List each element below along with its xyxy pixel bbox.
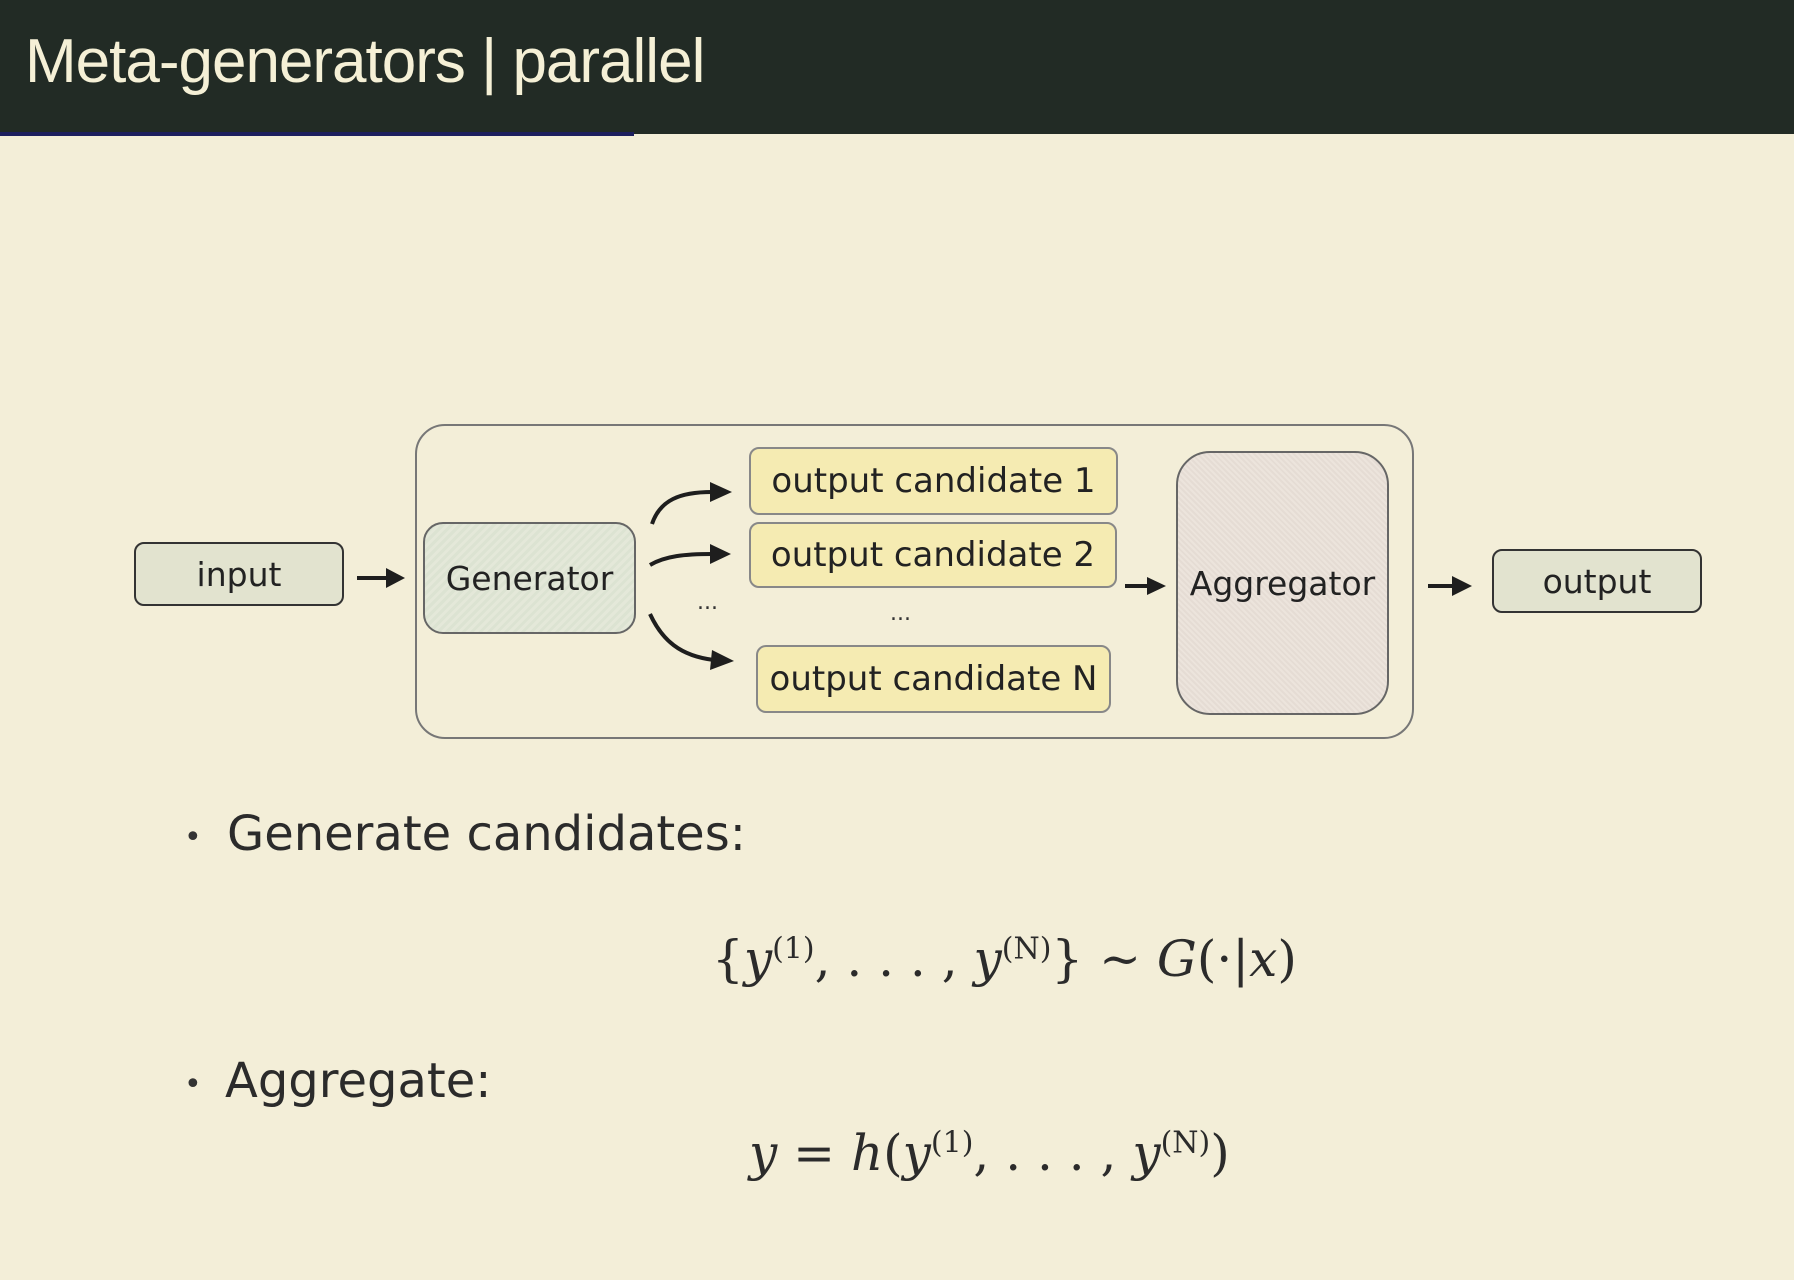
math-ellipsis: , . . . , — [973, 1124, 1133, 1182]
meta-generator-container — [415, 424, 1414, 739]
math-paren: ) — [1277, 930, 1297, 988]
candidate-box-1: output candidate 1 — [749, 447, 1118, 515]
output-box: output — [1492, 549, 1702, 613]
bullet-marker: • — [184, 820, 202, 855]
bullet-aggregate: Aggregate: — [225, 1053, 492, 1109]
math-var: x — [1249, 930, 1278, 988]
math-brace: { — [712, 930, 744, 988]
arrow-generator-candidate-n — [648, 613, 715, 662]
input-box: input — [134, 542, 344, 606]
candidate-box-n: output candidate N — [756, 645, 1111, 713]
slide-title: Meta-generators | parallel — [25, 27, 705, 96]
math-var: y — [1132, 1124, 1161, 1182]
ellipsis-arrows: ... — [697, 590, 718, 615]
arrow-generator-candidate-2 — [648, 552, 713, 567]
generator-box: Generator — [423, 522, 636, 634]
math-paren: ) — [1210, 1124, 1230, 1182]
math-var: y — [743, 930, 773, 988]
arrow-generator-candidate-1 — [650, 490, 713, 525]
math-paren: ( — [883, 1124, 903, 1182]
formula-aggregate: y = h(y(1), . . . , y(N)) — [749, 1124, 1230, 1182]
math-ellipsis: , . . . , — [814, 930, 974, 988]
progress-bar — [0, 132, 634, 136]
bullet-marker: • — [184, 1067, 202, 1102]
math-sup: (1) — [930, 1125, 974, 1161]
candidate-box-2: output candidate 2 — [749, 522, 1117, 588]
math-sup: (1) — [772, 931, 815, 967]
math-var: h — [850, 1124, 884, 1182]
math-var: y — [902, 1124, 931, 1182]
math-sup: (N) — [1001, 931, 1052, 967]
slide-header: Meta-generators | parallel — [0, 0, 1794, 134]
ellipsis-candidates: ... — [890, 601, 911, 626]
bullet-generate: Generate candidates: — [227, 806, 746, 862]
math-tilde: } ~ — [1051, 930, 1157, 988]
math-sup: (N) — [1160, 1125, 1211, 1161]
math-paren: (·| — [1196, 930, 1250, 988]
math-var: y — [973, 930, 1002, 988]
math-var: y — [749, 1124, 778, 1182]
aggregator-box: Aggregator — [1176, 451, 1389, 715]
math-var: G — [1156, 930, 1197, 988]
math-equals: = — [777, 1124, 851, 1182]
formula-generate: {y(1), . . . , y(N)} ~ G(·|x) — [712, 930, 1297, 988]
